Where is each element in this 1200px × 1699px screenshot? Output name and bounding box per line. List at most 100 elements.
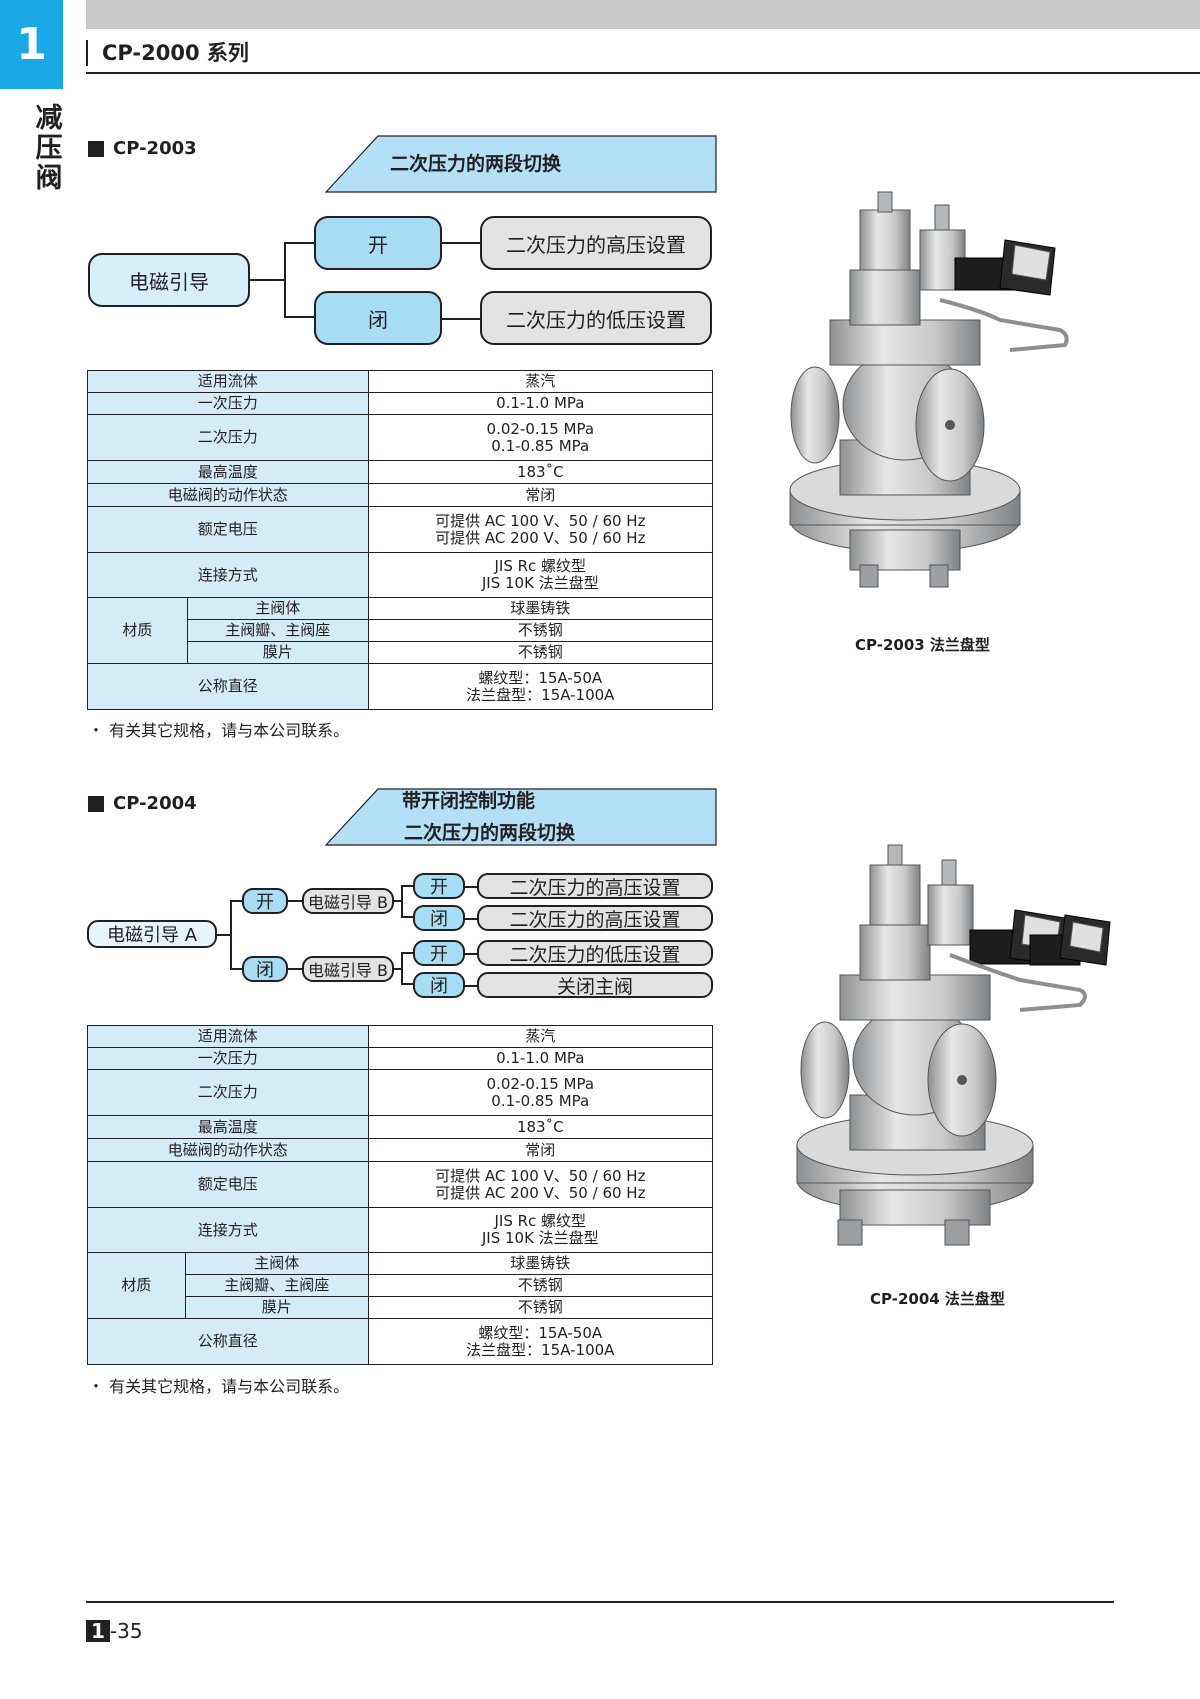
spec-label: 最高温度: [87, 1115, 369, 1139]
connector: [401, 952, 413, 985]
spec-label: 一次压力: [87, 1047, 369, 1070]
spec-value: 蒸汽: [367, 1025, 714, 1048]
connector: [401, 885, 413, 918]
spec-value: 常闭: [367, 1138, 714, 1162]
spec-label: 二次压力: [87, 414, 369, 461]
cp2003-model-title: CP-2003: [88, 138, 197, 159]
table-row: 一次压力 0.1-1.0 MPa: [87, 1047, 714, 1070]
spec-sublabel: 主阀瓣、主阀座: [184, 1274, 369, 1297]
cp2003-open-result: 二次压力的高压设置: [480, 216, 712, 270]
spec-value: 183˚C: [367, 1115, 714, 1139]
cp2004-open-box: 开: [242, 888, 288, 914]
cp2004-b1-close: 闭: [413, 905, 465, 931]
side-label-char: 压: [35, 133, 63, 164]
connector: [217, 934, 230, 936]
spec-label: 公称直径: [87, 663, 369, 710]
table-row: 膜片 不锈钢: [88, 641, 714, 664]
connector: [284, 242, 314, 318]
spec-label: 公称直径: [87, 1318, 369, 1365]
cp2004-result-2: 二次压力的高压设置: [477, 905, 713, 931]
cp2004-valve-image: [796, 844, 1111, 1246]
spec-value: 0.1-1.0 MPa: [367, 392, 714, 415]
connector: [442, 318, 480, 320]
cp2003-close-box: 闭: [314, 291, 442, 345]
table-row: 最高温度 183˚C: [87, 460, 714, 484]
spec-sublabel: 主阀瓣、主阀座: [186, 619, 369, 642]
table-row: 最高温度 183˚C: [87, 1115, 714, 1139]
cp2004-function-banner: [325, 788, 717, 846]
spec-label: 连接方式: [87, 552, 369, 598]
connector: [442, 242, 480, 244]
spec-value: 常闭: [367, 483, 714, 507]
spec-sublabel: 主阀体: [184, 1252, 369, 1275]
square-bullet-icon: [88, 140, 104, 157]
cp2004-model-name: CP-2004: [113, 793, 197, 814]
cp2004-result-4: 关闭主阀: [477, 972, 713, 998]
square-bullet-icon: [88, 795, 104, 812]
spec-label: 额定电压: [87, 1161, 369, 1208]
cp2003-model-name: CP-2003: [113, 138, 197, 159]
cp2004-note: ・ 有关其它规格，请与本公司联系。: [88, 1377, 350, 1396]
cp2004-pilot-b-1: 电磁引导 B: [302, 888, 394, 914]
chapter-number-badge: 1: [0, 0, 63, 89]
spec-value: 不锈钢: [367, 1274, 714, 1297]
spec-sublabel: 膜片: [184, 1296, 369, 1319]
header-rule: [86, 72, 1200, 74]
connector: [465, 985, 477, 987]
spec-value: 0.1-1.0 MPa: [367, 1047, 714, 1070]
table-row: 材质 主阀体 球墨铸铁: [87, 597, 714, 664]
spec-label: 电磁阀的动作状态: [87, 1138, 369, 1162]
connector: [250, 279, 284, 281]
chapter-side-label: 减 压 阀: [34, 104, 64, 194]
table-row: 主阀瓣、主阀座 不锈钢: [88, 1274, 714, 1297]
table-row: 适用流体 蒸汽: [87, 370, 714, 393]
spec-label: 二次压力: [87, 1069, 369, 1116]
connector: [465, 953, 477, 955]
cp2004-function-title-1: 带开闭控制功能: [402, 790, 536, 812]
table-row: 材质 主阀体 球墨铸铁: [87, 1252, 714, 1319]
cp2004-b1-open: 开: [413, 873, 465, 899]
cp2003-caption: CP-2003 法兰盘型: [855, 636, 990, 654]
cp2004-model-title: CP-2004: [88, 793, 197, 814]
connector: [465, 886, 477, 888]
cp2004-function-title-2: 二次压力的两段切换: [404, 822, 576, 844]
side-label-char: 减: [35, 103, 63, 134]
cp2003-valve-image: [789, 191, 1069, 588]
spec-label: 最高温度: [87, 460, 369, 484]
cp2004-source-box: 电磁引导 A: [87, 920, 217, 948]
header-tick: [86, 40, 88, 66]
spec-value: 183˚C: [367, 460, 714, 484]
spec-sublabel: 膜片: [186, 641, 369, 664]
table-row: 适用流体 蒸汽: [87, 1025, 714, 1048]
table-row: 膜片 不锈钢: [88, 1296, 714, 1319]
cp2004-close-box: 闭: [242, 956, 288, 982]
table-row: 一次压力 0.1-1.0 MPa: [87, 392, 714, 415]
cp2003-function-banner: [325, 135, 717, 193]
cp2004-b2-open: 开: [413, 940, 465, 966]
spec-value: 蒸汽: [367, 370, 714, 393]
connector: [288, 900, 302, 902]
series-title: CP-2000 系列: [102, 41, 249, 65]
spec-label: 额定电压: [87, 506, 369, 553]
spec-value: 不锈钢: [367, 1296, 714, 1319]
table-row: 电磁阀的动作状态 常闭: [87, 1138, 714, 1162]
spec-label: 一次压力: [87, 392, 369, 415]
cp2004-pilot-b-2: 电磁引导 B: [302, 956, 394, 982]
connector: [394, 968, 401, 970]
cp2003-spec-table: 适用流体 蒸汽 一次压力 0.1-1.0 MPa 二次压力 0.02-0.15 …: [87, 370, 714, 710]
connector: [288, 968, 302, 970]
spec-label: 电磁阀的动作状态: [87, 483, 369, 507]
cp2003-open-box: 开: [314, 216, 442, 270]
page-number: 1 -35: [86, 1619, 143, 1643]
